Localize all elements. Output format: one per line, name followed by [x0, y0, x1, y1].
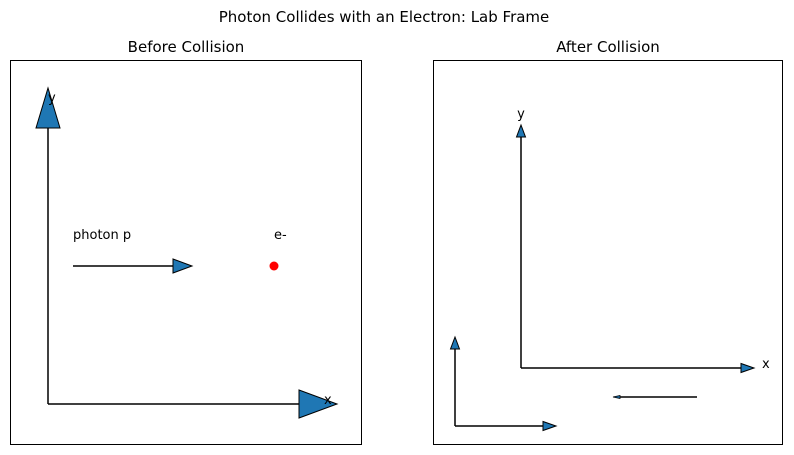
after-x-axis-arrowhead [740, 362, 756, 374]
photon-label: photon p [73, 228, 131, 243]
before-x-axis-arrowhead [298, 389, 339, 419]
before-y-axis-arrowhead [35, 86, 61, 129]
small-y-axis-arrowhead [449, 335, 461, 350]
electron-label: e- [274, 228, 287, 243]
panel-after-frame [433, 60, 783, 445]
photon-arrowhead [172, 258, 194, 274]
before-x-axis-label: x [324, 393, 332, 408]
after-x-axis-label: x [762, 357, 770, 372]
scattered-photon-arrowhead [612, 395, 621, 399]
panel-before-title: Before Collision [128, 38, 245, 56]
after-y-axis-label: y [517, 107, 525, 122]
before-y-axis-label: y [48, 91, 56, 106]
panel-before: Before Collision y x photon p e- [10, 38, 362, 445]
panel-before-frame [10, 60, 362, 445]
figure-title: Photon Collides with an Electron: Lab Fr… [219, 8, 550, 26]
panel-after: After Collision y x [433, 38, 783, 445]
after-y-axis-arrowhead [515, 123, 527, 138]
small-x-axis-arrowhead [542, 420, 558, 432]
panel-after-title: After Collision [556, 38, 660, 56]
electron-dot [269, 261, 279, 271]
